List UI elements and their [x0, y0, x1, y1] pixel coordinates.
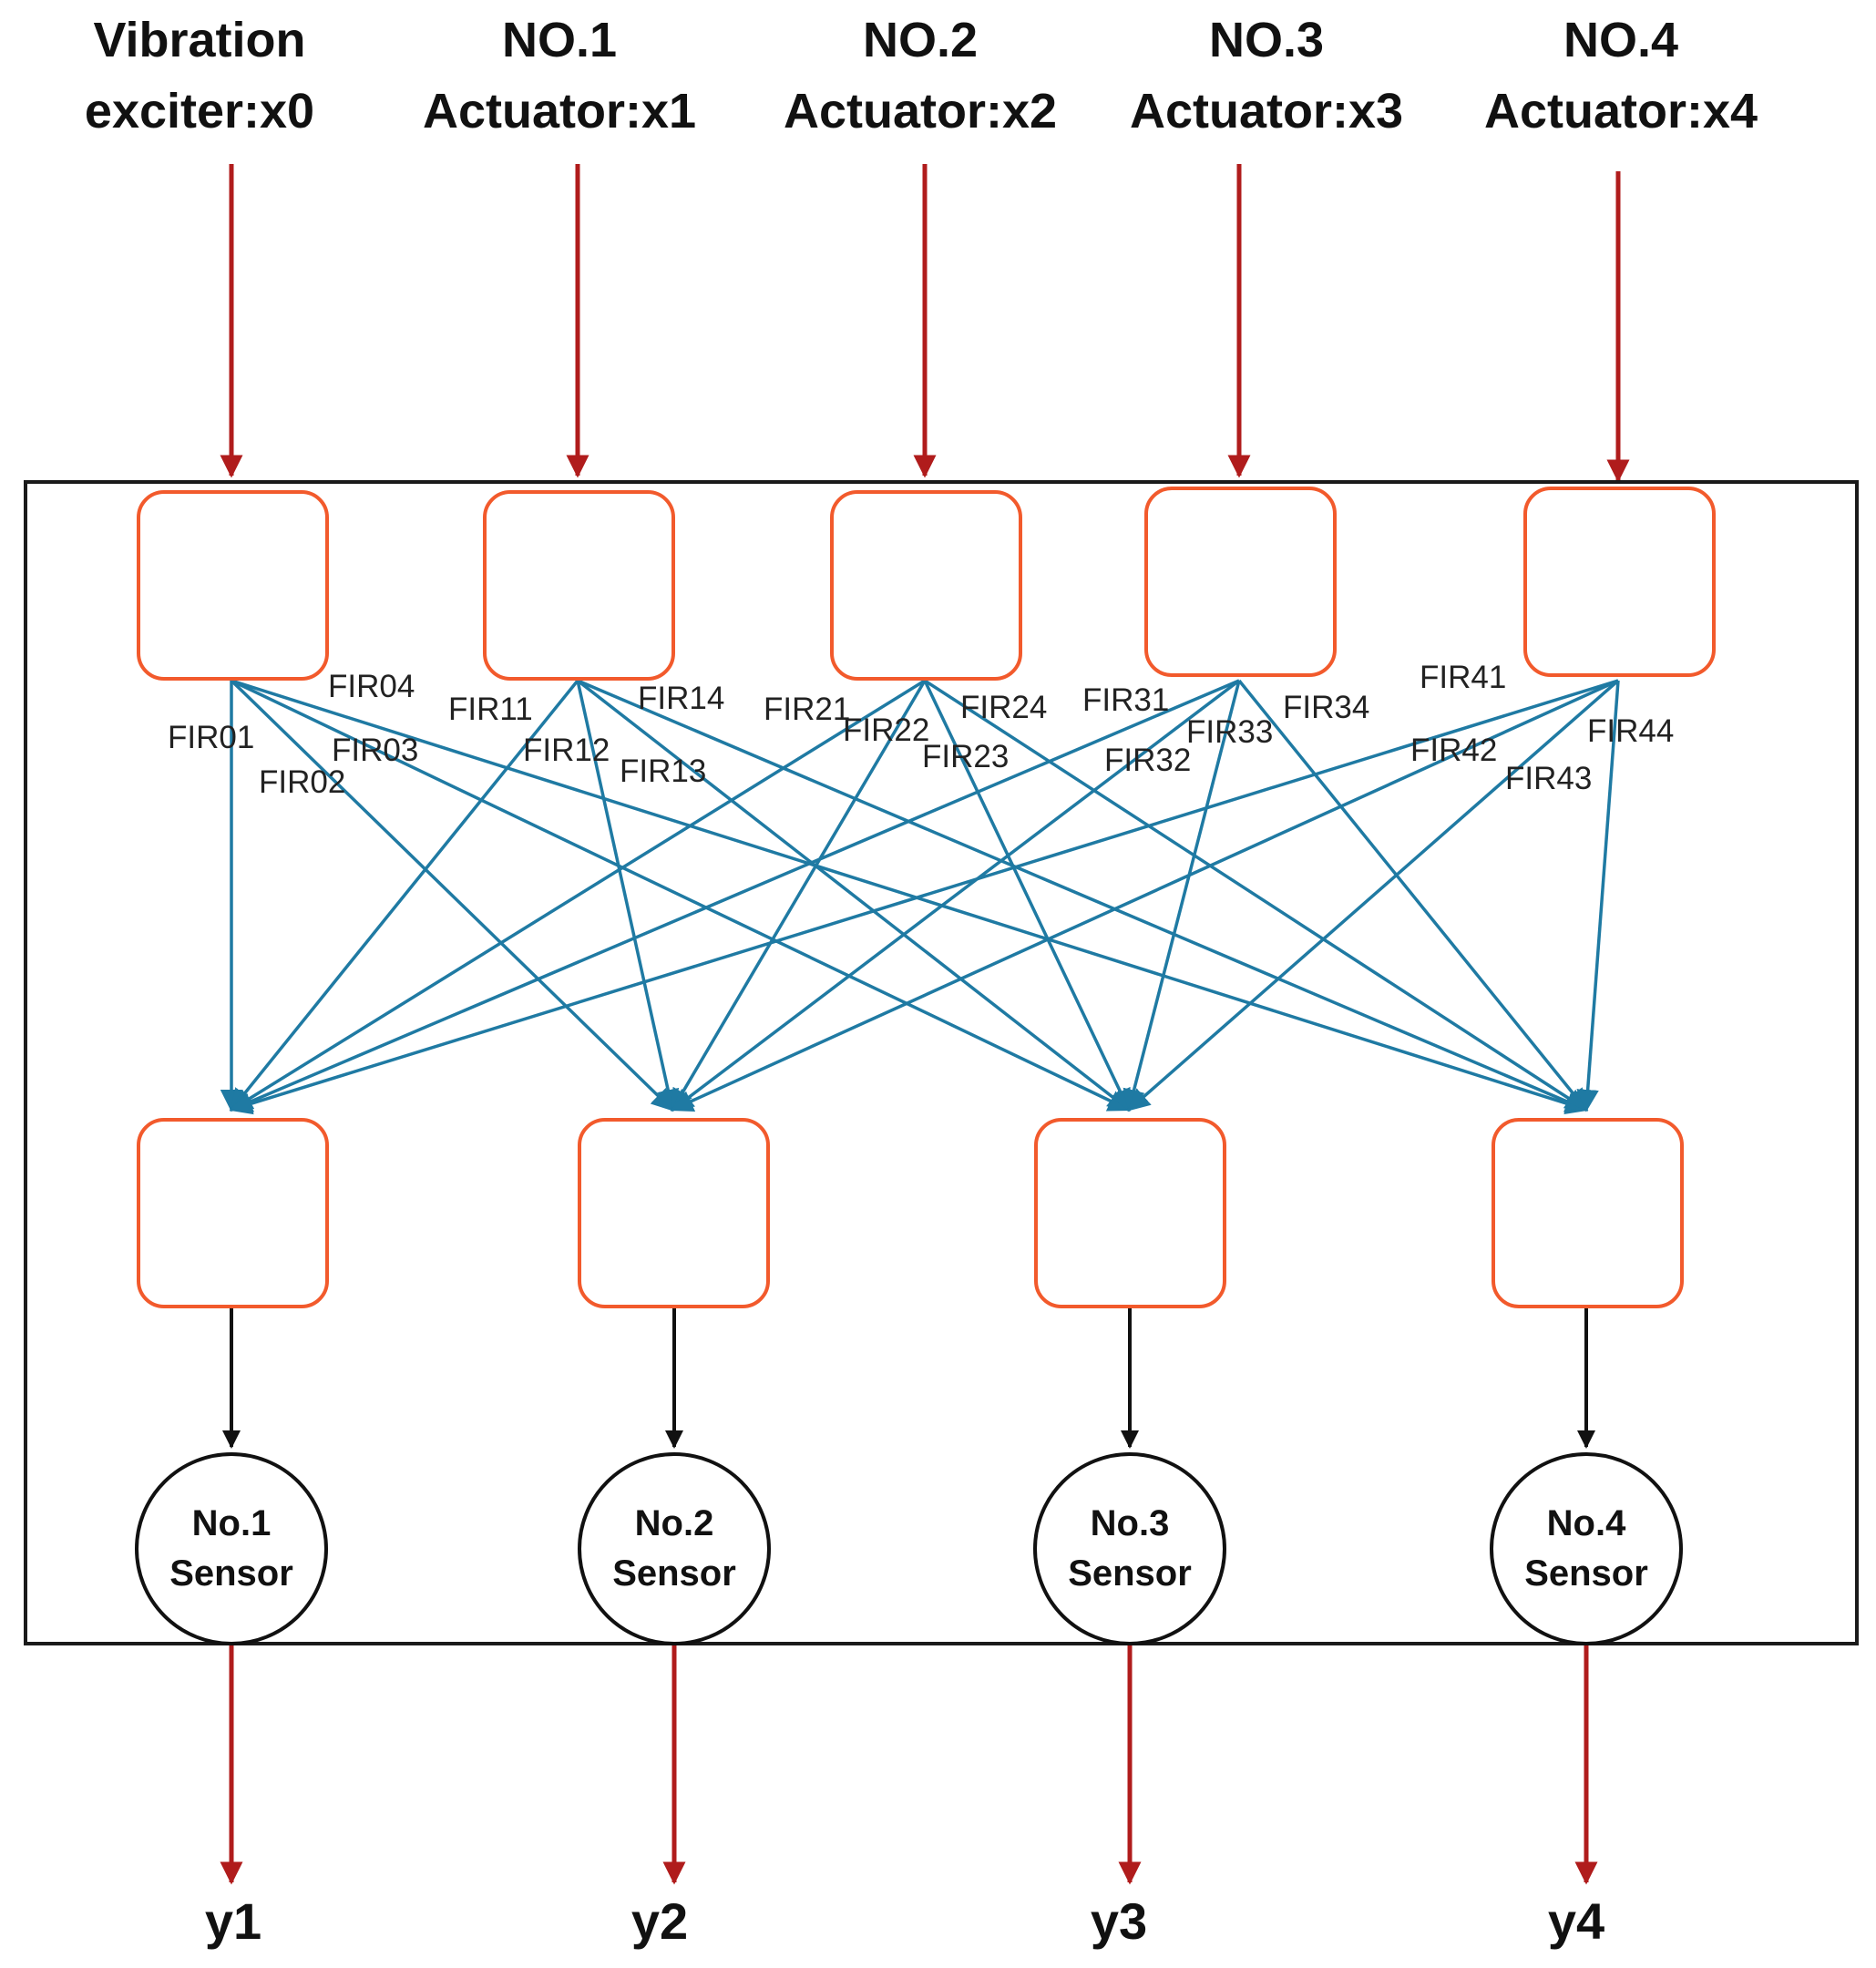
fir-edge-4-3: [1127, 679, 1620, 1112]
output-node-1: [137, 1118, 329, 1308]
fir-edge-3-4: [1237, 679, 1588, 1112]
output-label-y1: y1: [205, 1892, 261, 1950]
output-label-y3: y3: [1091, 1892, 1147, 1950]
fir-label-41: FIR41: [1420, 660, 1506, 695]
input-label-x0-line2: exciter:x0: [85, 84, 314, 138]
fir-label-31: FIR31: [1082, 682, 1169, 718]
sensor-node-3: [1033, 1452, 1226, 1645]
fir-label-03: FIR03: [332, 733, 418, 768]
input-label-x3-line1: NO.3: [1209, 13, 1324, 67]
fir-label-04: FIR04: [328, 669, 415, 704]
fir-label-14: FIR14: [638, 681, 724, 716]
sensor-label-2-line1: No.2: [635, 1503, 714, 1543]
fir-label-12: FIR12: [523, 733, 610, 768]
fir-label-13: FIR13: [620, 753, 706, 789]
input-label-x2-line2: Actuator:x2: [784, 84, 1057, 138]
output-node-2: [578, 1118, 770, 1308]
fir-label-22: FIR22: [843, 712, 929, 748]
output-nodes: [137, 1118, 1684, 1308]
fir-edge-1-3: [576, 679, 1131, 1112]
input-label-x2-line1: NO.2: [863, 13, 978, 67]
sensor-label-4-line2: Sensor: [1524, 1553, 1648, 1594]
input-label-x3-line2: Actuator:x3: [1130, 84, 1403, 138]
fir-edge-1-2: [576, 680, 680, 1112]
fir-edge-2-4: [924, 679, 1589, 1112]
fir-edge-0-3: [231, 679, 1132, 1112]
fir-edge-0-2: [230, 679, 674, 1112]
input-label-x1-line2: Actuator:x1: [423, 84, 696, 138]
output-label-y4: y4: [1548, 1892, 1604, 1950]
fir-edge-3-2: [671, 679, 1241, 1112]
output-arrows: [220, 1645, 1598, 1885]
output-labels: y1 y2 y3 y4: [205, 1892, 1604, 1950]
output-node-4: [1492, 1118, 1684, 1308]
fir-edge-4-1: [229, 679, 1619, 1115]
fir-label-24: FIR24: [960, 690, 1047, 725]
fir-edge-2-3: [923, 680, 1131, 1112]
input-node-x0: [137, 490, 329, 681]
fir-label-34: FIR34: [1283, 690, 1369, 725]
input-node-x1: [483, 490, 675, 681]
system-frame: [24, 480, 1859, 1645]
sensor-node-1: [135, 1452, 328, 1645]
input-label-x0-line1: Vibration: [93, 13, 305, 67]
input-label-x4-line2: Actuator:x4: [1484, 84, 1758, 138]
fir-edge-3-3: [1123, 680, 1241, 1112]
sensor-label-3-line1: No.3: [1091, 1503, 1170, 1543]
sensors: No.1 Sensor No.2 Sensor No.3 Sensor No.4…: [135, 1452, 1683, 1645]
fir-label-02: FIR02: [259, 764, 345, 800]
sensor-label-1-line1: No.1: [192, 1503, 272, 1543]
input-node-x4: [1523, 487, 1716, 677]
sensor-label-4-line1: No.4: [1547, 1503, 1626, 1543]
fir-edge-0-4: [231, 679, 1589, 1115]
fir-label-32: FIR32: [1104, 743, 1191, 778]
fir-label-42: FIR42: [1410, 733, 1497, 768]
sensor-label-1-line2: Sensor: [169, 1553, 293, 1594]
sensor-label-3-line2: Sensor: [1068, 1553, 1192, 1594]
fir-edge-1-4: [577, 679, 1589, 1112]
fir-edge-3-1: [229, 679, 1240, 1112]
fir-label-43: FIR43: [1505, 761, 1592, 796]
output-node-3: [1034, 1118, 1226, 1308]
fir-edge-2-2: [671, 680, 927, 1112]
fir-labels: FIR01 FIR02 FIR03 FIR04 FIR11 FIR12 FIR1…: [168, 660, 1674, 800]
fir-edge-1-1: [230, 679, 579, 1112]
input-label-x4-line1: NO.4: [1563, 13, 1678, 67]
fir-label-23: FIR23: [922, 739, 1009, 774]
fir-label-44: FIR44: [1587, 713, 1674, 749]
sensor-node-2: [578, 1452, 771, 1645]
input-nodes: [137, 487, 1716, 681]
input-label-x1-line1: NO.1: [502, 13, 617, 67]
sensor-arrows: [222, 1308, 1595, 1449]
sensor-node-4: [1490, 1452, 1683, 1645]
fir-edges: [220, 679, 1620, 1115]
input-labels: Vibration exciter:x0 NO.1 Actuator:x1 NO…: [85, 13, 1758, 138]
fir-label-21: FIR21: [764, 692, 850, 727]
sensor-label-2-line2: Sensor: [612, 1553, 736, 1594]
fir-label-33: FIR33: [1186, 714, 1273, 750]
input-node-x2: [830, 490, 1022, 681]
output-label-y2: y2: [631, 1892, 688, 1950]
fir-edge-4-4: [1576, 680, 1620, 1112]
input-arrows: [220, 164, 1630, 483]
fir-label-11: FIR11: [448, 692, 533, 727]
input-node-x3: [1144, 487, 1337, 677]
fir-label-01: FIR01: [168, 720, 254, 755]
fir-edge-4-2: [670, 679, 1619, 1112]
fir-edge-2-1: [229, 679, 926, 1112]
